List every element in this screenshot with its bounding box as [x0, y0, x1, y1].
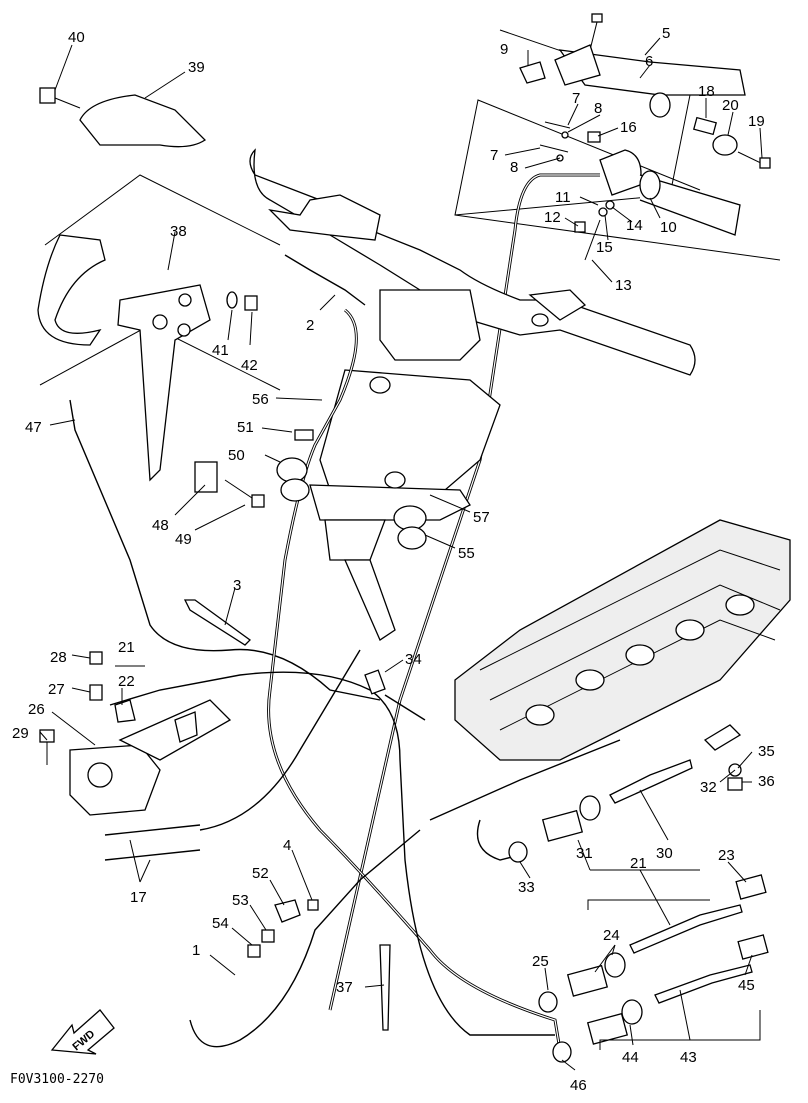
callout-7-lower: 7: [490, 147, 498, 164]
forward-arrow: FWD: [50, 1009, 115, 1055]
callout-42: 42: [241, 357, 258, 374]
callout-15: 15: [596, 239, 613, 256]
callout-55: 55: [458, 545, 475, 562]
callout-45: 45: [738, 977, 755, 994]
callout-17: 17: [130, 889, 147, 906]
callout-26: 26: [28, 701, 45, 718]
cables: [69, 254, 621, 1051]
leader-lines: [39, 37, 763, 1071]
callout-7-upper: 7: [572, 90, 580, 107]
callout-29: 29: [12, 725, 29, 742]
callout-24: 24: [603, 927, 620, 944]
callout-52: 52: [252, 865, 269, 882]
callout-13: 13: [615, 277, 632, 294]
callout-56: 56: [252, 391, 269, 408]
callout-10: 10: [660, 219, 677, 236]
callout-46: 46: [570, 1077, 587, 1094]
callout-23: 23: [718, 847, 735, 864]
callout-54: 54: [212, 915, 229, 932]
handlebar: [249, 148, 696, 376]
callout-3: 3: [233, 577, 241, 594]
callouts: 40 39 38 41 42 47 48 49 3 2 56 51 50 57 …: [12, 25, 775, 1094]
callout-43: 43: [680, 1049, 697, 1066]
callout-1: 1: [192, 942, 200, 959]
callout-36: 36: [758, 773, 775, 790]
callout-39: 39: [188, 59, 205, 76]
callout-47: 47: [25, 419, 42, 436]
callout-51: 51: [237, 419, 254, 436]
callout-8-upper: 8: [594, 100, 602, 117]
callout-4: 4: [283, 837, 291, 854]
callout-28: 28: [50, 649, 67, 666]
callout-11: 11: [555, 189, 571, 206]
figure-reference: F0V3100-2270: [10, 1072, 104, 1087]
callout-48: 48: [152, 517, 169, 534]
callout-57: 57: [473, 509, 490, 526]
callout-25: 25: [532, 953, 549, 970]
callout-49: 49: [175, 531, 192, 548]
callout-12: 12: [544, 209, 561, 226]
callout-21-right: 21: [630, 855, 647, 872]
callout-8-lower: 8: [510, 159, 518, 176]
callout-40: 40: [68, 29, 85, 46]
callout-50: 50: [228, 447, 245, 464]
callout-14: 14: [626, 217, 643, 234]
callout-6: 6: [645, 53, 653, 70]
callout-5: 5: [662, 25, 670, 42]
callout-53: 53: [232, 892, 249, 909]
callout-21-left: 21: [118, 639, 135, 656]
steering-column: [309, 289, 501, 641]
callout-37: 37: [336, 979, 353, 996]
callout-41: 41: [212, 342, 229, 359]
callout-16: 16: [620, 119, 637, 136]
lever-bracket: [37, 87, 281, 508]
callout-20: 20: [722, 97, 739, 114]
callout-30: 30: [656, 845, 673, 862]
small-parts: [183, 429, 769, 1063]
callout-34: 34: [405, 651, 422, 668]
callout-31: 31: [576, 845, 593, 862]
callout-38: 38: [170, 223, 187, 240]
callout-18: 18: [698, 83, 715, 100]
callout-35: 35: [758, 743, 775, 760]
callout-19: 19: [748, 113, 765, 130]
callout-27: 27: [48, 681, 65, 698]
callout-2: 2: [306, 317, 314, 334]
shift-lever-assembly: [39, 651, 232, 816]
callout-9: 9: [500, 41, 508, 58]
callout-22: 22: [118, 673, 135, 690]
callout-33: 33: [518, 879, 535, 896]
throttle-grip-assembly: [328, 13, 781, 1011]
callout-44: 44: [622, 1049, 639, 1066]
engine-block: [454, 519, 791, 761]
callout-32: 32: [700, 779, 717, 796]
